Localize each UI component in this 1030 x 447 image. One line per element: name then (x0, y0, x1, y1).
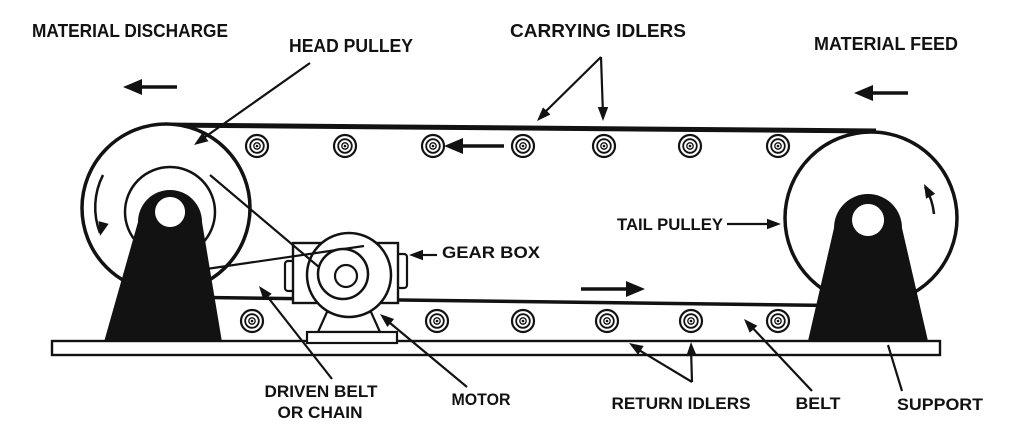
carrying-idler (510, 133, 536, 159)
support-platform (50, 339, 942, 357)
carrying-idler (677, 133, 703, 159)
return-idler (239, 308, 265, 334)
head-pulley-support (104, 190, 222, 342)
return-idlers-leader (626, 338, 697, 383)
label-driven-belt-line2: OR CHAIN (278, 404, 363, 422)
label-material-discharge: MATERIAL DISCHARGE (32, 21, 228, 41)
carrying-idler (420, 133, 446, 159)
return-idler (678, 308, 704, 334)
tail-pulley-rotation-arrow (919, 181, 936, 215)
label-head-pulley: HEAD PULLEY (289, 36, 413, 56)
driven-belt-leader (254, 282, 333, 380)
label-return-idlers: RETURN IDLERS (612, 395, 751, 413)
return-idler (424, 308, 450, 334)
label-carrying-idlers: CARRYING IDLERS (510, 21, 686, 41)
carrying-idlers-leader (533, 56, 609, 125)
drive-pulley-hub (333, 263, 359, 289)
label-tail-pulley: TAIL PULLEY (617, 215, 724, 234)
head-pulley-rotation-arrow (93, 174, 109, 238)
carrying-idler (591, 133, 617, 159)
carrying-idler (765, 133, 791, 159)
tail-pulley-leader (727, 218, 781, 230)
motor-leader (376, 310, 468, 388)
belt-top-run (159, 122, 877, 134)
motor-base-plate (305, 330, 399, 345)
label-support: SUPPORT (897, 396, 983, 414)
label-driven-belt-line1: DRIVEN BELT (265, 383, 378, 401)
support-leader (886, 344, 904, 392)
drive-assembly (185, 174, 409, 345)
head-pulley-leader (191, 62, 311, 150)
material-discharge-arrow (123, 79, 177, 95)
return-idler (594, 308, 620, 334)
belt-bottom-run (169, 295, 875, 308)
belt-leader (740, 315, 813, 392)
carrying-idler (332, 133, 358, 159)
label-gear-box: GEAR BOX (442, 243, 541, 262)
label-belt: BELT (796, 395, 841, 413)
carrying-idler (244, 133, 270, 159)
tail-pulley-support (808, 194, 928, 341)
top-belt-direction-arrow (444, 138, 504, 154)
carrying-idlers-group (244, 133, 791, 159)
return-idler (510, 308, 536, 334)
bottom-belt-direction-arrow (581, 281, 645, 297)
label-material-feed: MATERIAL FEED (814, 34, 958, 54)
gear-box-leader (409, 249, 437, 261)
material-feed-arrow (854, 85, 908, 101)
return-idler (765, 308, 791, 334)
label-motor: MOTOR (452, 391, 511, 409)
